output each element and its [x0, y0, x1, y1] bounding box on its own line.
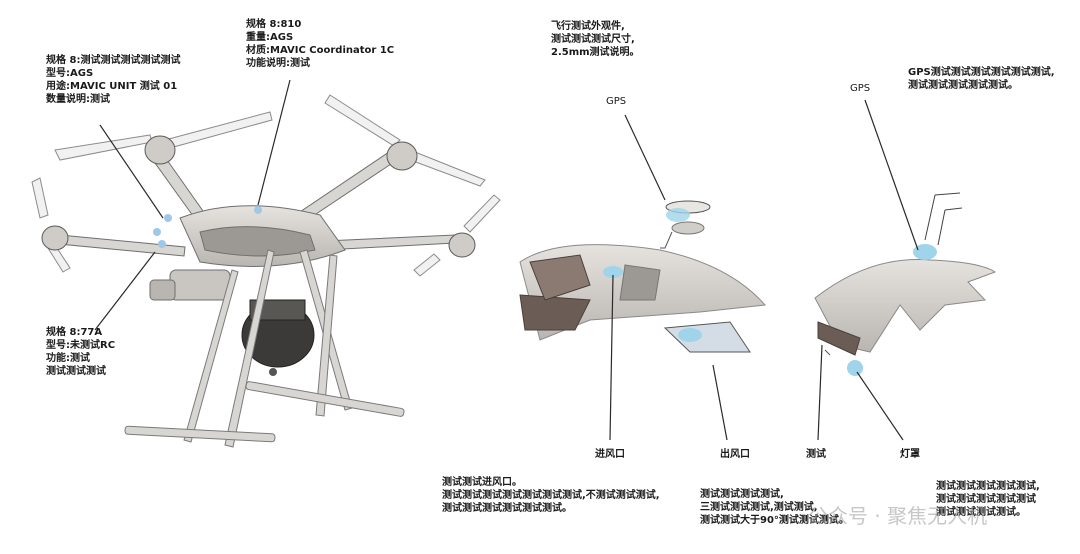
callout-bottom-line-2: 型号:未测试RC: [46, 340, 116, 351]
inlet-label: 进风口: [595, 449, 625, 460]
inlet-note-line-3: 测试测试测试测试测试测试。: [442, 503, 572, 514]
watermark-text: 公众号 · 聚焦无人机: [808, 504, 988, 528]
canopy-side-view: [519, 200, 767, 353]
callout-top-line-1: 规格 8:810: [246, 19, 302, 30]
front-note-right-line-1: 测试测试测试测试测试,: [936, 481, 1040, 492]
callout-left-line-3: 用途:MAVIC UNIT 测试 01: [46, 81, 178, 92]
callout-left: 规格 8:测试测试测试测试测试 型号:AGS 用途:MAVIC UNIT 测试 …: [46, 54, 180, 106]
front-note-top-line-1: GPS测试测试测试测试测试测试,: [908, 67, 1055, 78]
callout-bottom-line-4: 测试测试测试: [46, 366, 106, 377]
callout-top-line-4: 功能说明:测试: [246, 58, 310, 69]
callout-top-line-2: 重量:AGS: [246, 32, 294, 43]
lamp-cover-label: 灯罩: [900, 449, 920, 460]
callout-left-line-1: 规格 8:测试测试测试测试测试: [46, 55, 181, 66]
drone-illustration: [31, 94, 501, 448]
front-note-bottom-mid: 测试测试测试测试, 三测试测试测试,测试测试, 测试测试大于90°测试测试测试。: [700, 488, 849, 527]
front-note-top: GPS测试测试测试测试测试测试, 测试测试测试测试测试。: [908, 66, 1055, 92]
leader-lines: [94, 79, 919, 441]
front-note-mid-line-3: 测试测试大于90°测试测试测试。: [700, 515, 849, 526]
canopy-note-top: 飞行测试外观件, 测试测试测试尺寸, 2.5mm测试说明。: [551, 20, 640, 59]
landing-gear: [124, 249, 405, 448]
callout-bottom: 规格 8:77A 型号:未测试RC 功能:测试 测试测试测试: [46, 326, 115, 378]
drone-motors: [41, 135, 476, 258]
outlet-label: 出风口: [720, 449, 750, 460]
canopy-note-top-line-1: 飞行测试外观件,: [551, 21, 625, 32]
canopy-note-top-line-3: 2.5mm测试说明。: [551, 47, 640, 58]
callout-left-line-2: 型号:AGS: [46, 68, 94, 79]
callout-top: 规格 8:810 重量:AGS 材质:MAVIC Coordinator 1C …: [246, 18, 394, 70]
propeller-blades: [31, 94, 501, 277]
callout-bottom-line-1: 规格 8:77A: [46, 327, 103, 338]
canopy-front-view: [814, 192, 997, 376]
front-note-top-line-2: 测试测试测试测试测试。: [908, 80, 1018, 91]
gps-label-right: GPS: [850, 83, 871, 94]
callout-top-line-3: 材质:MAVIC Coordinator 1C: [246, 45, 395, 56]
callout-left-line-4: 数量说明:测试: [46, 94, 110, 105]
front-note-bottom-right: 测试测试测试测试测试, 测试测试测试测试测试 测试测试测试测试。: [936, 480, 1040, 519]
front-label-a: 测试: [806, 449, 826, 460]
front-note-right-line-3: 测试测试测试测试。: [936, 507, 1026, 518]
inlet-note: 测试测试进风口。 测试测试测试测试测试测试测试,不测试测试测试, 测试测试测试测…: [442, 476, 660, 515]
inlet-note-line-1: 测试测试进风口。: [442, 477, 522, 488]
front-note-right-line-2: 测试测试测试测试测试: [936, 494, 1036, 505]
front-note-mid-line-1: 测试测试测试测试,: [700, 489, 784, 500]
callout-bottom-line-3: 功能:测试: [46, 353, 90, 364]
front-note-mid-line-2: 三测试测试测试,测试测试,: [700, 502, 818, 513]
gps-label-middle: GPS: [606, 96, 627, 107]
inlet-note-line-2: 测试测试测试测试测试测试测试,不测试测试测试,: [442, 490, 660, 501]
canopy-note-top-line-2: 测试测试测试尺寸,: [551, 34, 635, 45]
